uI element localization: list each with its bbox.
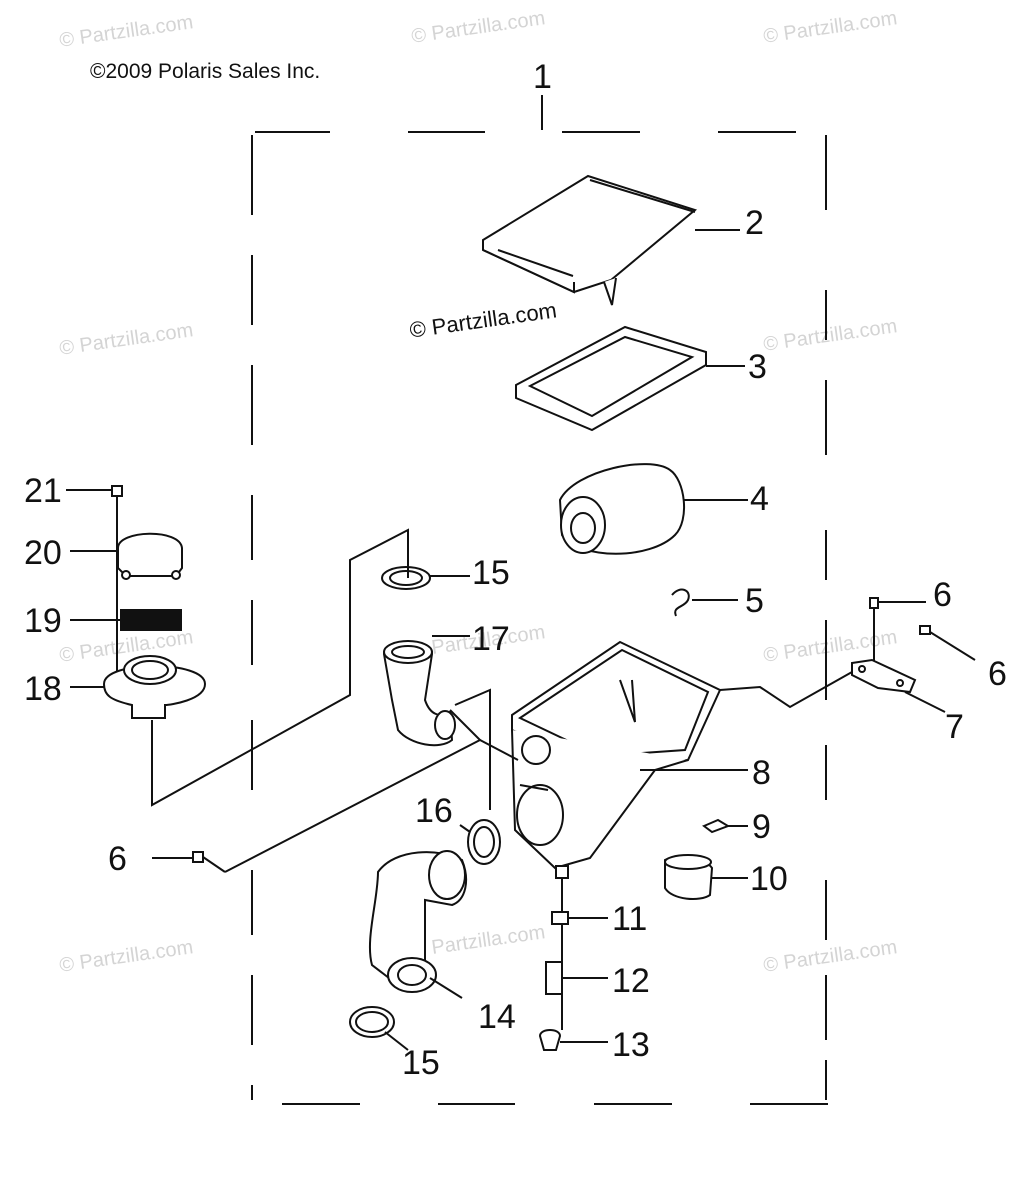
bracket [719, 658, 946, 713]
coupler-ring [664, 854, 748, 901]
callout-2: 2 [745, 204, 764, 242]
callout-6-left: 6 [108, 840, 127, 878]
callout-15-lower: 15 [402, 1044, 440, 1082]
callout-14: 14 [478, 998, 516, 1036]
copyright-text: ©2009 Polaris Sales Inc. [90, 60, 321, 83]
callout-18: 18 [24, 670, 62, 708]
elbow-boot [382, 635, 470, 747]
air-filter-element [515, 325, 745, 432]
air-box [511, 640, 748, 870]
callout-20: 20 [24, 534, 62, 572]
callout-3: 3 [748, 348, 767, 386]
callout-13: 13 [612, 1026, 650, 1064]
callout-7: 7 [945, 708, 964, 746]
hose-clamp [459, 819, 501, 865]
callout-11: 11 [612, 900, 647, 938]
callout-9: 9 [752, 808, 771, 846]
pre-filter [558, 463, 748, 555]
callout-5: 5 [745, 582, 764, 620]
screw [869, 597, 976, 665]
drain-assembly [538, 865, 608, 1051]
clip [671, 588, 738, 617]
air-box-cover [482, 174, 740, 306]
assembly-boundary [251, 95, 828, 1105]
intake-duct [368, 850, 468, 999]
callout-21: 21 [24, 472, 62, 510]
callout-8: 8 [752, 754, 771, 792]
hose-clamp [381, 566, 470, 590]
callout-10: 10 [750, 860, 788, 898]
callout-17: 17 [472, 620, 510, 658]
leader-lines [151, 528, 519, 873]
callout-6-right: 6 [988, 655, 1007, 693]
seal-pad [702, 818, 748, 834]
callout-1: 1 [533, 58, 552, 96]
callout-numbers: 1 2 3 4 5 6 6 6 7 8 9 10 11 12 13 14 15 … [24, 58, 1007, 1082]
callout-16: 16 [415, 792, 453, 830]
callout-19: 19 [24, 602, 62, 640]
callout-4: 4 [750, 480, 769, 518]
callout-12: 12 [612, 962, 650, 1000]
callout-15-upper: 15 [472, 554, 510, 592]
hose-clamp [349, 1006, 409, 1051]
callout-6-top: 6 [933, 576, 952, 614]
inlet-assembly [66, 485, 207, 719]
